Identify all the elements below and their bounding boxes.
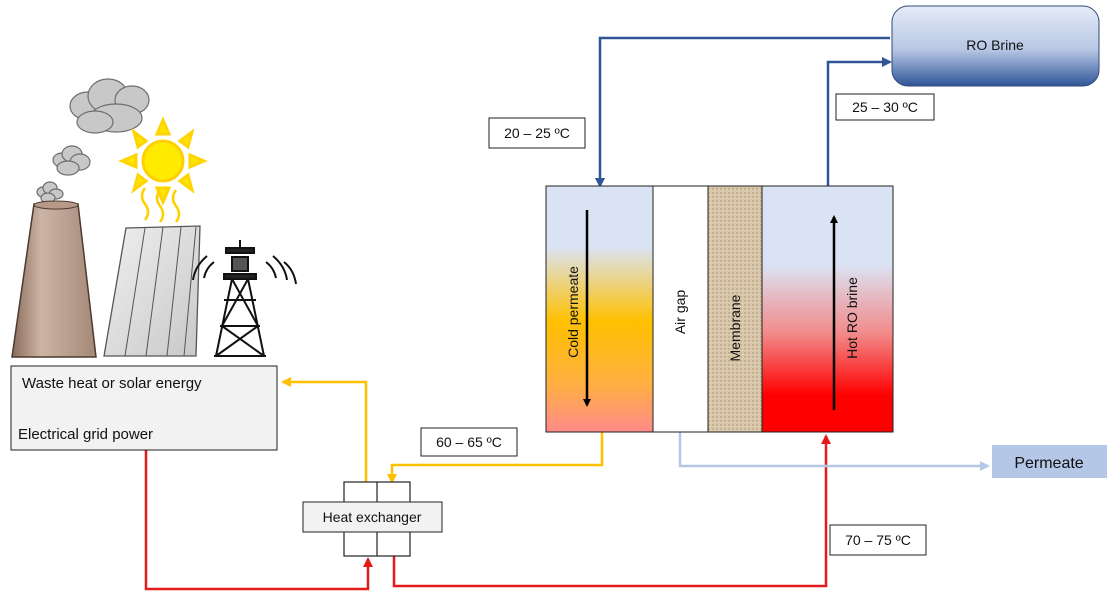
- membrane-label: Membrane: [727, 294, 743, 361]
- brine-return-line: [826, 57, 892, 186]
- temp-cold-in-box: 20 – 25 ºC: [488, 117, 586, 149]
- permeate-line: [678, 432, 990, 471]
- cold-permeate-label: Cold permeate: [565, 266, 581, 358]
- temp-brine-out-box: 25 – 30 ºC: [835, 93, 935, 121]
- hot-feed-line: [392, 434, 831, 588]
- air-gap-label: Air gap: [672, 290, 688, 335]
- temp-hot-in-box: 70 – 75 ºC: [829, 524, 927, 556]
- temp-cold-in: 20 – 25 ºC: [504, 125, 570, 141]
- permeate-label: Permeate: [1014, 455, 1083, 472]
- cold-feed-line: [595, 36, 890, 188]
- temp-cold-out: 60 – 65 ºC: [436, 434, 502, 450]
- energy-source-box: Waste heat or solar energy Electrical gr…: [10, 365, 278, 451]
- power-tower-icon: [192, 240, 297, 357]
- sun-icon: [118, 116, 208, 223]
- heat-exchanger: Heat exchanger: [302, 481, 443, 557]
- cold-permeate-channel: [545, 185, 654, 433]
- chimney-stack-icon: [11, 200, 97, 358]
- membrane-layer: [707, 185, 763, 433]
- ro-brine-label: RO Brine: [966, 37, 1024, 53]
- hot-brine-channel: [761, 185, 894, 433]
- energy-line2: Electrical grid power: [18, 426, 153, 443]
- ro-brine-tank: RO Brine: [891, 5, 1100, 87]
- heat-exchanger-label: Heat exchanger: [323, 509, 422, 525]
- temp-hot-in: 70 – 75 ºC: [845, 532, 911, 548]
- heat-return-line: [281, 377, 368, 482]
- amgd-module: Cold permeate Air gap Membrane Hot RO br…: [545, 185, 894, 433]
- hot-ro-brine-label: Hot RO brine: [844, 277, 860, 359]
- permeate-box: Permeate: [992, 445, 1107, 478]
- temp-cold-out-box: 60 – 65 ºC: [420, 427, 518, 457]
- air-gap-channel: [652, 185, 709, 433]
- smoke-cloud-icon: [36, 78, 150, 204]
- energy-supply-line: [144, 450, 373, 591]
- solar-panel-icon: [103, 225, 201, 357]
- temp-brine-out: 25 – 30 ºC: [852, 99, 918, 115]
- warm-stream-line: [387, 432, 604, 484]
- energy-line1: Waste heat or solar energy: [22, 375, 202, 392]
